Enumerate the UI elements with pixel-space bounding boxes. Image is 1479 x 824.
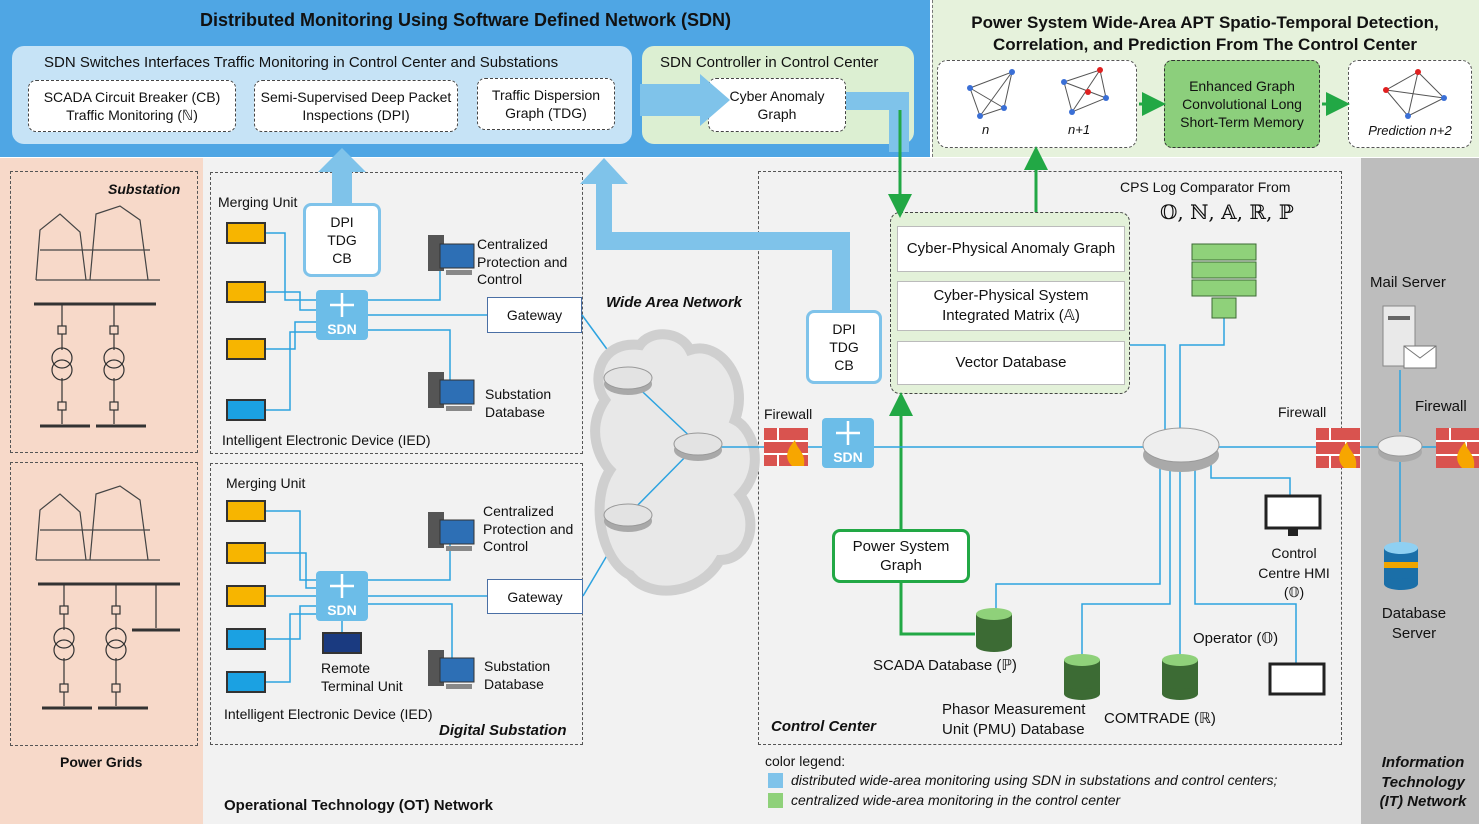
sdn-switch-top-label: SDN — [327, 321, 357, 337]
merging-unit-bottom-2 — [226, 542, 266, 564]
scada-db-label: SCADA Database (ℙ) — [873, 657, 1017, 674]
merging-unit-top-1 — [226, 222, 266, 244]
merging-unit-top-3 — [226, 338, 266, 360]
legend-blue-text: distributed wide-area monitoring using S… — [791, 772, 1278, 788]
rtu-text: Remote Terminal Unit — [321, 660, 403, 694]
scada-cb-box: SCADA Circuit Breaker (CB) Traffic Monit… — [28, 80, 236, 132]
hmi-text: Control Centre HMI (𝕆) — [1258, 545, 1330, 601]
cpc-label-bottom: Centralized Protection and Control — [483, 503, 583, 556]
mail-server-label: Mail Server — [1370, 274, 1446, 291]
substation-grid-top — [10, 171, 198, 453]
merging-unit-label-bottom: Merging Unit — [226, 475, 306, 491]
ied-label-top: Intelligent Electronic Device (IED) — [222, 432, 431, 448]
wan-label: Wide Area Network — [606, 294, 743, 311]
substation-top-box — [210, 172, 583, 454]
cpc-label-top: Centralized Protection and Control — [477, 236, 577, 289]
merging-unit-label-top: Merging Unit — [218, 194, 298, 210]
prediction-label: Prediction n+2 — [1368, 123, 1452, 138]
tdg-box: Traffic Dispersion Graph (TDG) — [477, 78, 615, 130]
cp-anomaly-graph-box: Cyber-Physical Anomaly Graph — [897, 226, 1125, 272]
legend-blue-swatch — [768, 773, 783, 788]
ot-network-label: Operational Technology (OT) Network — [224, 797, 493, 814]
firewall-right-label: Firewall — [1278, 404, 1327, 420]
apt-panel-title-line2: Correlation, and Prediction From The Con… — [992, 35, 1418, 54]
sub-db-text-bottom: Substation Database — [484, 658, 551, 692]
it-network-background — [1361, 158, 1479, 824]
apt-panel-title-line1: Power System Wide-Area APT Spatio-Tempor… — [971, 13, 1439, 32]
control-center-label: Control Center — [771, 718, 876, 735]
rtu-label: Remote Terminal Unit — [321, 660, 417, 695]
pmu-db-label: Phasor Measurement Unit (PMU) Database — [942, 700, 1112, 739]
firewall-left-label: Firewall — [764, 406, 813, 422]
legend-green-text: centralized wide-area monitoring in the … — [791, 792, 1121, 808]
cp-integrated-matrix-box: Cyber-Physical System Integrated Matrix … — [897, 281, 1125, 331]
sub-db-label-bottom: Substation Database — [484, 658, 564, 693]
substation-grid-bottom — [10, 462, 198, 746]
cyber-anomaly-graph-box: Cyber Anomaly Graph — [708, 78, 846, 132]
operator-label: Operator (𝕆) — [1193, 630, 1279, 647]
gclstm-box: Enhanced Graph Convolutional Long Short-… — [1164, 60, 1320, 148]
dpi-stack-cc: DPI TDG CB — [806, 310, 882, 384]
cpc-text-top: Centralized Protection and Control — [477, 236, 568, 287]
comtrade-label: COMTRADE (ℝ) — [1104, 710, 1216, 727]
dpi-stack-top: DPI TDG CB — [303, 203, 381, 277]
sub-db-label-top: Substation Database — [485, 386, 565, 421]
it-network-label: Information Technology (IT) Network — [1368, 753, 1478, 812]
sdn-panel-title: Distributed Monitoring Using Software De… — [200, 10, 732, 30]
digital-substation-label: Digital Substation — [439, 722, 567, 739]
merging-unit-top-2 — [226, 281, 266, 303]
gateway-bottom: Gateway — [487, 579, 583, 614]
sdn-switches-title: SDN Switches Interfaces Traffic Monitori… — [44, 54, 559, 71]
cps-symbols: 𝕆, ℕ, 𝔸, ℝ, ℙ — [1160, 200, 1294, 224]
graph-snapshots-box — [937, 60, 1137, 148]
power-grids-label: Power Grids — [60, 754, 143, 770]
ied-top-1 — [226, 399, 266, 421]
substation-label: Substation — [108, 181, 181, 197]
legend-title: color legend: — [765, 753, 846, 769]
db-server-label: Database Server — [1372, 604, 1456, 643]
pmu-db-text: Phasor Measurement Unit (PMU) Database — [942, 701, 1086, 738]
graph-n1-label: n+1 — [1068, 122, 1091, 137]
hmi-label: Control Centre HMI (𝕆) — [1256, 544, 1332, 603]
sdn-switch-bottom-label: SDN — [327, 602, 357, 618]
cps-log-label: CPS Log Comparator From — [1120, 179, 1291, 195]
legend-green-swatch — [768, 793, 783, 808]
graph-n-label: n — [982, 122, 990, 137]
ied-label-bottom: Intelligent Electronic Device (IED) — [224, 706, 433, 722]
ied-bottom-2 — [226, 671, 266, 693]
sdn-controller-title: SDN Controller in Control Center — [660, 54, 879, 71]
db-server-text: Database Server — [1381, 605, 1447, 642]
cpc-text-bottom: Centralized Protection and Control — [483, 503, 574, 554]
remote-terminal-unit — [322, 632, 362, 654]
merging-unit-bottom-3 — [226, 585, 266, 607]
merging-unit-bottom-1 — [226, 500, 266, 522]
vector-db-box: Vector Database — [897, 341, 1125, 385]
gateway-top: Gateway — [487, 297, 582, 333]
it-network-text: Information Technology (IT) Network — [1379, 754, 1467, 810]
ied-bottom-1 — [226, 628, 266, 650]
power-system-graph-box: Power System Graph — [832, 529, 970, 583]
it-firewall-label: Firewall — [1415, 398, 1467, 415]
dpi-box: Semi-Supervised Deep Packet Inspections … — [254, 80, 458, 132]
sub-db-text-top: Substation Database — [485, 386, 552, 420]
sdn-switch-cc-label: SDN — [833, 449, 863, 465]
